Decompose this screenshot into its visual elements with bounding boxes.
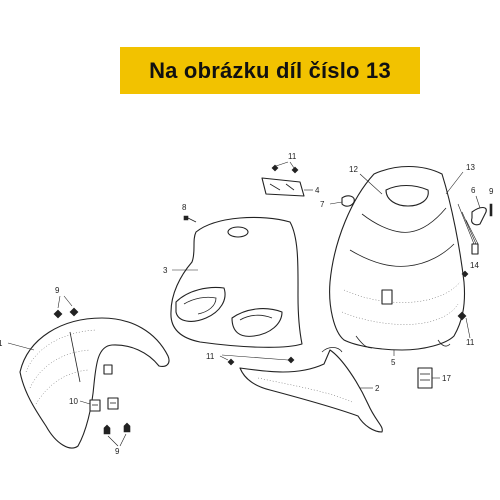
- callout-label: 5: [391, 358, 396, 367]
- callout-label: 11: [206, 352, 215, 361]
- screw-group-11-lower: 11: [206, 352, 295, 366]
- callout-label: 6: [471, 186, 476, 195]
- screw-11-right: 11: [457, 311, 475, 347]
- inner-shield-hook: [381, 289, 393, 305]
- callout-label: 7: [320, 200, 325, 209]
- part-lower-cover: 2: [239, 347, 383, 433]
- callout-label: 1: [0, 339, 3, 348]
- part-bracket-4: 11 4: [261, 152, 320, 197]
- callout-label: 12: [349, 165, 358, 174]
- part-clip-7: 7: [320, 195, 355, 209]
- callout-label: 11: [288, 152, 297, 161]
- callout-label: 10: [69, 397, 78, 406]
- shield-emblem: [227, 226, 249, 238]
- part-inner-shield-13: 13 12 5: [329, 163, 475, 367]
- callout-label: 11: [466, 338, 475, 347]
- callout-label: 4: [315, 186, 320, 195]
- callout-label: 9: [115, 447, 120, 456]
- part-front-fender: 1: [0, 317, 170, 449]
- callout-label: 8: [182, 203, 187, 212]
- callout-label: 14: [470, 261, 479, 270]
- headlight-right: [231, 308, 283, 337]
- callout-label: 13: [466, 163, 475, 172]
- part-bolt-8: 8: [182, 203, 197, 223]
- callout-label: 3: [163, 266, 168, 275]
- part-clips-10: 10 9: [69, 397, 131, 456]
- screw-group-9-left: 9: [53, 286, 79, 319]
- fender-clip-bracket: [103, 364, 113, 375]
- part-hook-6: 6 9: [471, 186, 494, 226]
- center-tunnel-opening: [385, 184, 429, 207]
- part-clips-14: 14: [457, 203, 479, 278]
- headlight-left: [175, 286, 226, 322]
- part-sticker-17: 17: [417, 367, 451, 389]
- banner-title: Na obrázku díl číslo 13: [149, 57, 391, 83]
- callout-label: 2: [375, 384, 380, 393]
- callout-label: 9: [489, 187, 494, 196]
- title-banner: Na obrázku díl číslo 13: [120, 47, 420, 94]
- callout-label: 9: [55, 286, 60, 295]
- callout-label: 17: [442, 374, 451, 383]
- part-front-shield: 3: [163, 216, 303, 348]
